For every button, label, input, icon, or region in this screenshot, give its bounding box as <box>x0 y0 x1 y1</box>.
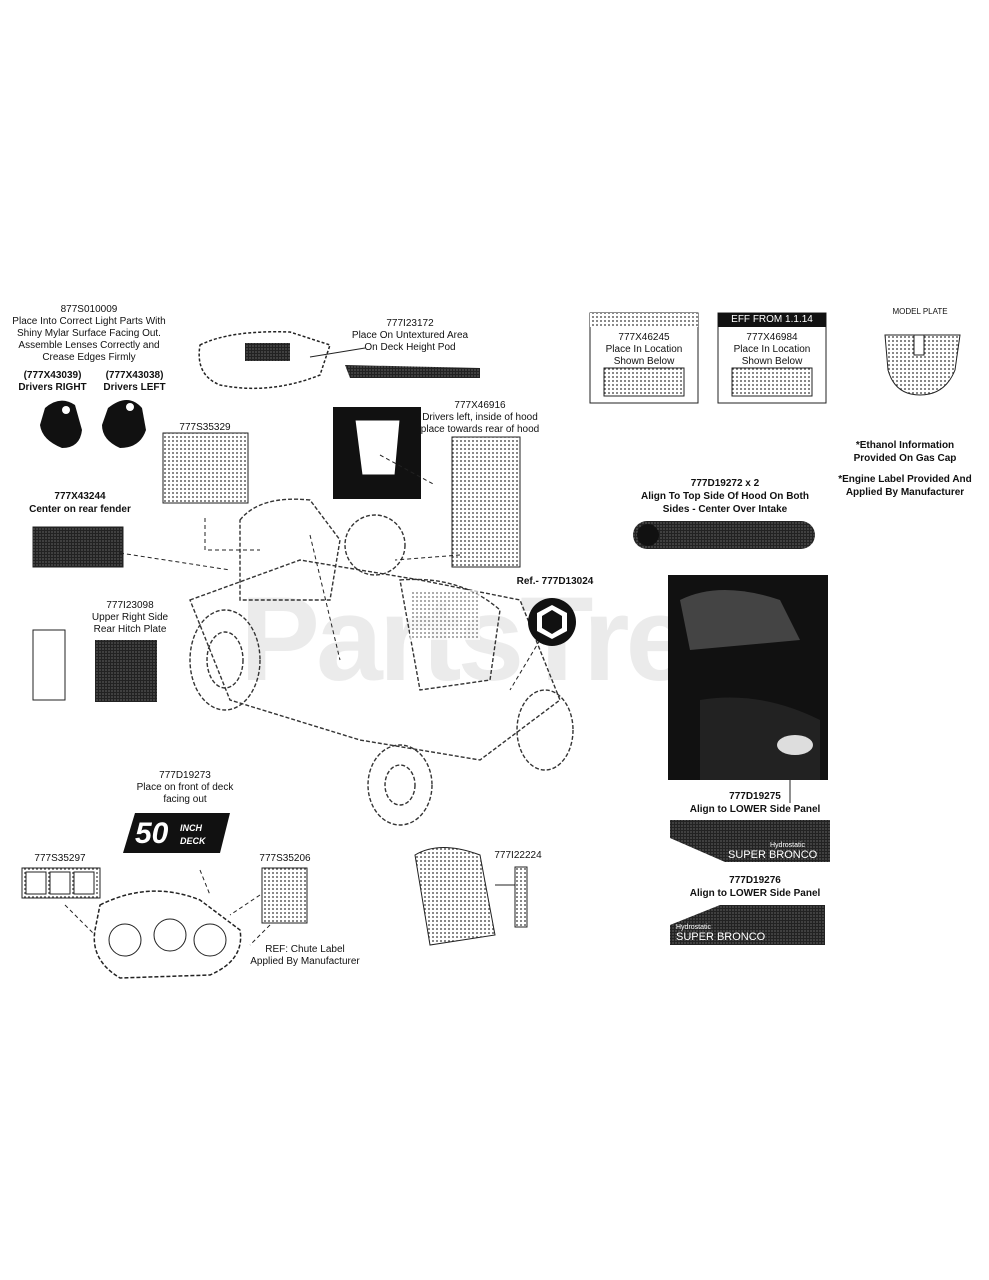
label-777I22224: 777I22224 <box>494 850 542 861</box>
label-left-txt: Drivers LEFT <box>103 382 166 393</box>
label-engine2: Applied By Manufacturer <box>845 487 965 498</box>
label-model-plate: MODEL PLATE <box>892 307 948 316</box>
label-777X46916-d2: place towards rear of hood <box>420 424 540 435</box>
label-777D19272-d2: Sides - Center Over Intake <box>662 504 788 515</box>
decal-777X46916 <box>451 436 521 568</box>
hitch-plate <box>32 629 66 701</box>
label-right-txt: Drivers RIGHT <box>18 382 87 393</box>
label-777D19275: 777D19275 <box>729 791 781 802</box>
decal-hydro-text-2: Hydrostatic <box>676 924 712 931</box>
label-right-pn: (777X43039) <box>23 370 82 381</box>
label-777S35206: 777S35206 <box>259 853 311 864</box>
decal-777S35329 <box>162 432 249 504</box>
label-777D19276: 777D19276 <box>729 875 781 886</box>
label-877-desc3: Assemble Lenses Correctly and <box>18 340 160 351</box>
label-777X46245: 777X46245 <box>618 332 670 343</box>
decal-hydro-text-1: Hydrostatic <box>770 842 806 849</box>
decal-777I23172 <box>345 365 480 378</box>
model-plate-bracket <box>884 334 961 396</box>
label-777I23098: 777I23098 <box>106 600 154 611</box>
deck-deck-text: DECK <box>180 836 206 846</box>
decal-777D19276 <box>670 905 825 945</box>
decal-777S35206 <box>261 867 308 924</box>
label-777I23098-d1: Upper Right Side <box>91 612 169 623</box>
label-engine1: *Engine Label Provided And <box>838 474 972 485</box>
seat-pan-assembly <box>414 847 496 946</box>
label-877S010009: 877S010009 <box>60 304 118 315</box>
label-777I23172: 777I23172 <box>386 318 434 329</box>
label-877-desc2: Shiny Mylar Surface Facing Out. <box>17 328 161 339</box>
label-ethanol2: Provided On Gas Cap <box>853 453 957 464</box>
label-777S35297: 777S35297 <box>34 853 86 864</box>
label-777X43244: 777X43244 <box>54 491 106 502</box>
mower-deck <box>93 890 242 979</box>
label-eff-from: EFF FROM 1.1.14 <box>731 314 813 325</box>
label-777D19273-d2: facing out <box>163 794 207 805</box>
decal-777I22224 <box>514 866 528 928</box>
label-left-pn: (777X43038) <box>105 370 164 381</box>
label-777X46984: 777X46984 <box>746 332 798 343</box>
deck-size-number: 50 <box>135 817 169 850</box>
label-777X46916: 777X46916 <box>454 400 506 411</box>
label-777X46984-d1: Place In Location <box>733 344 811 355</box>
lens-decal-left <box>102 400 146 448</box>
label-ethanol1: *Ethanol Information <box>855 440 955 451</box>
label-777D19272: 777D19272 x 2 <box>690 478 760 489</box>
label-chute-ref2: Applied By Manufacturer <box>250 956 360 967</box>
label-chute-ref1: REF: Chute Label <box>265 944 345 955</box>
decal-777D19275 <box>670 820 830 862</box>
label-777D19275-d: Align to LOWER Side Panel <box>689 804 821 815</box>
label-777X43244-d: Center on rear fender <box>29 504 131 515</box>
deck-inch-text: INCH <box>180 823 202 833</box>
label-777D19272-d1: Align To Top Side Of Hood On Both <box>641 491 809 502</box>
label-777I23172-d1: Place On Untextured Area <box>351 330 469 341</box>
decal-super-bronco-2: SUPER BRONCO <box>676 931 766 943</box>
deck-height-pod <box>198 331 331 390</box>
label-877-desc4: Crease Edges Firmly <box>42 352 136 363</box>
decal-777X43244 <box>32 526 124 568</box>
label-777I23172-d2: On Deck Height Pod <box>364 342 456 353</box>
label-777D19276-d: Align to LOWER Side Panel <box>689 888 821 899</box>
label-777D19273-d1: Place on front of deck <box>136 782 234 793</box>
label-877-desc1: Place Into Correct Light Parts With <box>12 316 166 327</box>
decal-777I23098 <box>95 640 157 702</box>
lens-decal-right <box>40 400 82 448</box>
label-ref-777D13024: Ref.- 777D13024 <box>516 576 594 587</box>
decal-super-bronco-1: SUPER BRONCO <box>728 849 818 861</box>
label-777X46984-d2: Shown Below <box>741 356 803 367</box>
decal-777D19272 <box>633 521 815 549</box>
label-777X46245-d2: Shown Below <box>613 356 675 367</box>
decal-777D19273 <box>123 813 230 853</box>
label-777X46916-d1: Drivers left, inside of hood <box>422 412 538 423</box>
label-777S35329: 777S35329 <box>179 422 231 433</box>
label-777X46245-d1: Place In Location <box>605 344 683 355</box>
label-777I23098-d2: Rear Hitch Plate <box>93 624 167 635</box>
label-777D19273: 777D19273 <box>159 770 211 781</box>
tractor-outline <box>189 498 574 826</box>
